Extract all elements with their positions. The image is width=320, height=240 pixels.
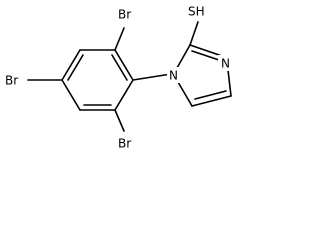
bond-c5im-n1 xyxy=(177,81,193,107)
ring-bond-c4-c5 xyxy=(61,79,81,111)
label-bg-n3 xyxy=(218,55,234,71)
label-bg-br-bottom xyxy=(115,135,137,151)
ring-double-bond-c1-c2 xyxy=(111,54,128,81)
br-left-label: Br xyxy=(5,74,18,88)
br-bottom-label: Br xyxy=(118,137,131,151)
n3-label: N xyxy=(221,57,230,71)
ring-bond-c6-c1 xyxy=(114,79,134,111)
label-bg-br-left xyxy=(2,72,26,88)
label-bg-n1 xyxy=(167,67,181,83)
benzene-ring xyxy=(61,49,134,111)
label-bg-br-top xyxy=(115,6,137,22)
double-bond-c2im-n3 xyxy=(191,50,220,61)
label-bg-sh xyxy=(186,4,212,20)
bond-n3-c4im xyxy=(227,69,232,97)
bond-c2im-n3 xyxy=(189,44,223,57)
n1-label: N xyxy=(169,69,178,83)
ring-bond-c1-c2 xyxy=(114,49,134,81)
bond-c2im-sh xyxy=(189,21,199,46)
atom-labels: Br Br Br N N SH xyxy=(2,4,234,151)
bond-c2-br-top xyxy=(114,27,125,51)
bond-c1-n1 xyxy=(132,73,172,81)
sh-label: SH xyxy=(188,5,205,19)
molecule-structure: Br Br Br N N SH xyxy=(2,4,234,151)
ring-double-bond-c3-c4 xyxy=(67,54,84,81)
bond-c6-br-bottom xyxy=(114,109,125,132)
br-top-label: Br xyxy=(118,8,131,22)
imidazole-ring xyxy=(176,21,232,107)
ring-bond-c3-c4 xyxy=(61,49,81,81)
double-bond-c4im-c5im xyxy=(194,90,227,100)
bond-n1-c2im xyxy=(176,44,191,69)
bond-c4im-c5im xyxy=(191,95,232,107)
